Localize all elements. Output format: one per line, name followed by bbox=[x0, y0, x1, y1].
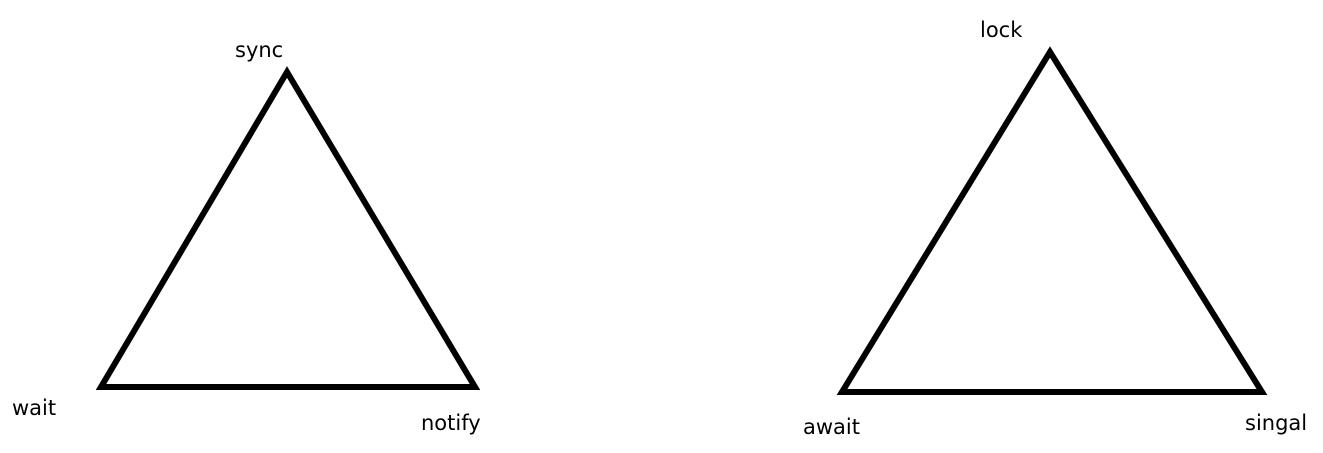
vertex-label-await: await bbox=[803, 415, 860, 439]
vertex-label-sync: sync bbox=[235, 38, 284, 62]
vertex-label-lock: lock bbox=[980, 18, 1023, 42]
right-triangle bbox=[836, 46, 1268, 395]
vertex-label-wait: wait bbox=[12, 396, 57, 420]
left-triangle bbox=[95, 66, 481, 390]
vertex-label-singal: singal bbox=[1245, 411, 1308, 435]
vertex-label-notify: notify bbox=[421, 411, 481, 435]
